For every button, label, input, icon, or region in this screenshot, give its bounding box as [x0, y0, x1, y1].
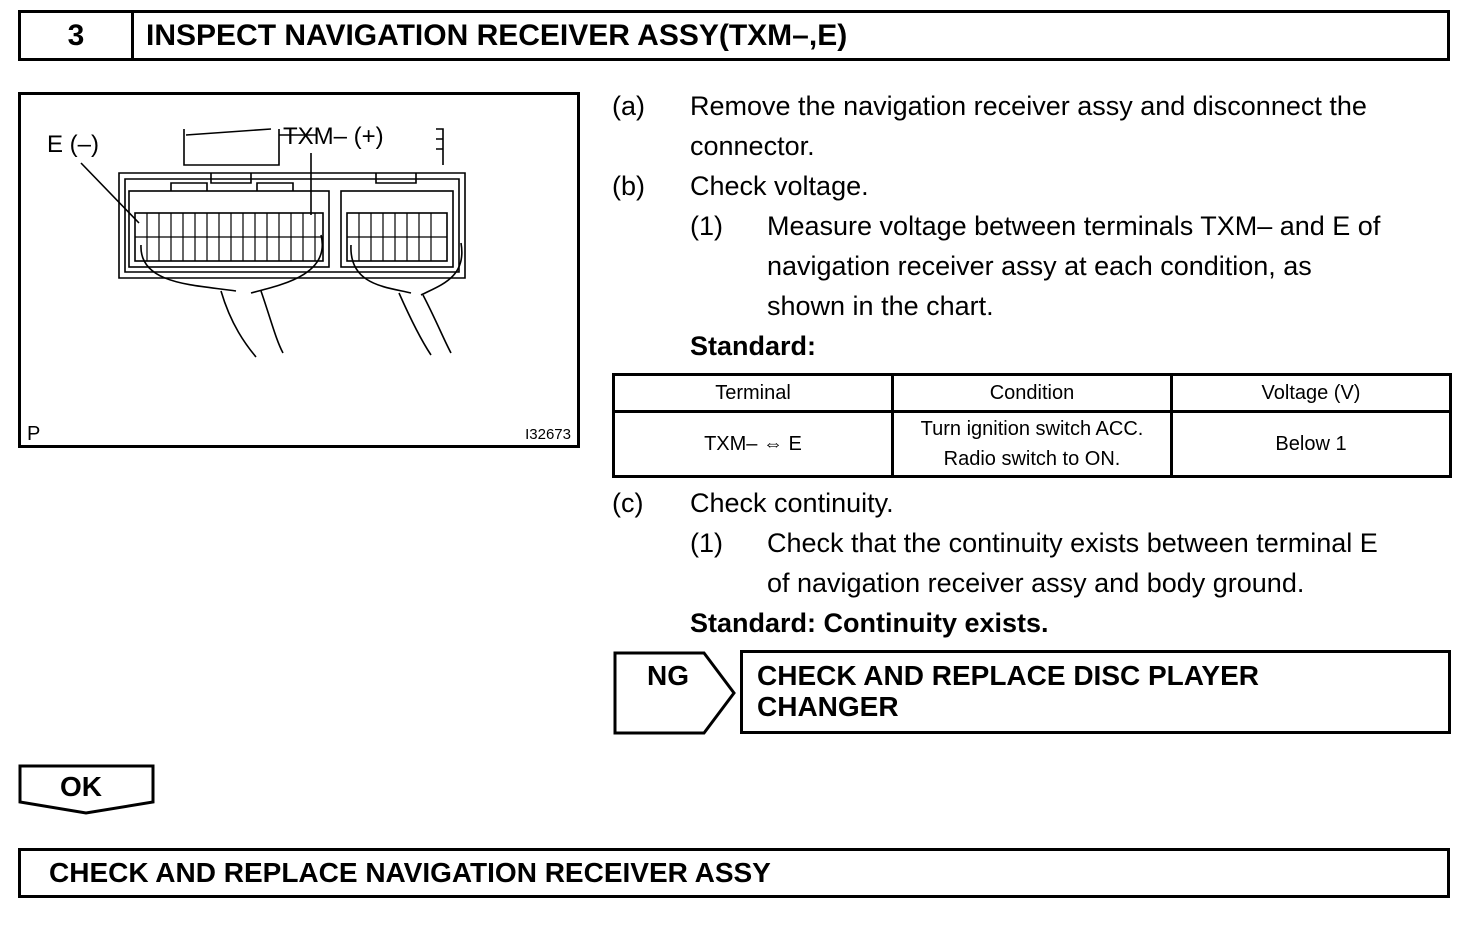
standard-continuity-label: Standard: Continuity exists.	[690, 608, 1049, 638]
step-b: (b) Check voltage.	[612, 166, 1452, 206]
ok-branch: OK	[18, 764, 156, 821]
ok-arrow-shape	[18, 764, 155, 815]
terminal-txm-label: TXM– (+)	[283, 123, 384, 150]
figure-id: I32673	[525, 426, 571, 443]
table-header-voltage: Voltage (V)	[1170, 373, 1452, 413]
ng-branch: NG	[612, 650, 738, 741]
table-header-condition: Condition	[891, 373, 1173, 413]
step-a-line1: Remove the navigation receiver assy and …	[690, 91, 1367, 121]
ng-result-box: CHECK AND REPLACE DISC PLAYER CHANGER	[740, 650, 1451, 734]
step-a-marker: (a)	[612, 91, 645, 121]
step-b-text: Check voltage.	[690, 171, 869, 201]
connector-figure: E (–) TXM– (+) P I32673	[18, 92, 580, 448]
step-c1-line1: Check that the continuity exists between…	[767, 528, 1378, 558]
step-c-text: Check continuity.	[690, 488, 894, 518]
condition-line1: Turn ignition switch ACC.	[920, 418, 1144, 440]
table-cell-condition: Turn ignition switch ACC. Radio switch t…	[891, 410, 1173, 478]
ng-arrow-shape	[613, 651, 736, 735]
ng-label: NG	[647, 660, 689, 691]
step-b1: (1) Measure voltage between terminals TX…	[612, 206, 1452, 326]
ng-result-line2: CHANGER	[757, 691, 899, 722]
step-b-marker: (b)	[612, 171, 645, 201]
step-c1-marker: (1)	[690, 528, 723, 558]
table-header-terminal: Terminal	[612, 373, 894, 413]
step-b1-line3: shown in the chart.	[767, 291, 994, 321]
ng-result-line1: CHECK AND REPLACE DISC PLAYER	[757, 660, 1259, 691]
procedure-steps: (a) Remove the navigation receiver assy …	[612, 86, 1452, 366]
step-b1-marker: (1)	[690, 211, 723, 241]
table-row: TXM– ⇔ E Turn ignition switch ACC. Radio…	[612, 410, 1452, 478]
step-c1-line2: of navigation receiver assy and body gro…	[767, 568, 1305, 598]
final-action-box: CHECK AND REPLACE NAVIGATION RECEIVER AS…	[18, 848, 1450, 898]
ok-label: OK	[60, 771, 102, 802]
figure-corner-mark: P	[27, 423, 41, 445]
table-cell-terminal: TXM– ⇔ E	[612, 410, 894, 478]
connector-illustration	[80, 128, 466, 358]
condition-line2: Radio switch to ON.	[943, 448, 1121, 470]
step-a: (a) Remove the navigation receiver assy …	[612, 86, 1452, 166]
step-c: (c) Check continuity.	[612, 483, 1452, 523]
step-title: INSPECT NAVIGATION RECEIVER ASSY(TXM–,E)	[146, 18, 848, 52]
table-header-row: Terminal Condition Voltage (V)	[612, 373, 1452, 413]
table-cell-voltage: Below 1	[1170, 410, 1452, 478]
voltage-spec-table: Terminal Condition Voltage (V) TXM– ⇔ E …	[612, 373, 1452, 478]
step-number: 3	[21, 13, 134, 58]
step-c1: (1) Check that the continuity exists bet…	[612, 523, 1452, 603]
step-header: 3 INSPECT NAVIGATION RECEIVER ASSY(TXM–,…	[18, 10, 1450, 61]
step-b1-line2: navigation receiver assy at each conditi…	[767, 251, 1312, 281]
step-a-line2: connector.	[690, 131, 815, 161]
terminal-e-label: E (–)	[47, 131, 100, 158]
procedure-steps-continuity: (c) Check continuity. (1) Check that the…	[612, 483, 1452, 643]
standard-voltage-label: Standard:	[690, 331, 817, 361]
step-c-marker: (c)	[612, 488, 644, 518]
step-b1-line1: Measure voltage between terminals TXM– a…	[767, 211, 1381, 241]
